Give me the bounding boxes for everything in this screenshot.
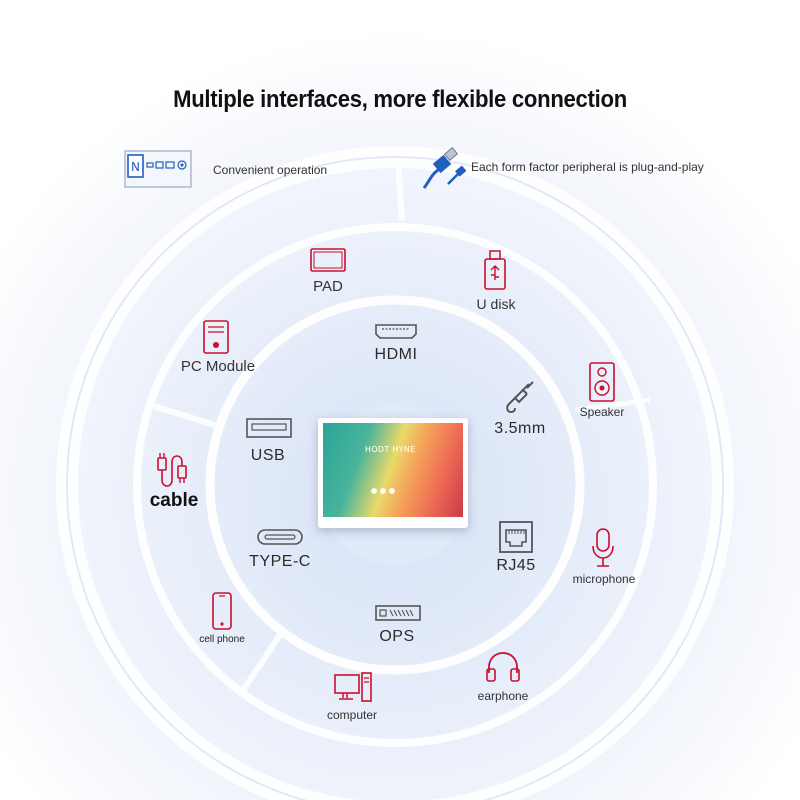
usb-label: USB (250, 447, 286, 464)
feature-convenient-operation: Convenient operation (213, 163, 328, 177)
tablet-icon (310, 248, 346, 272)
audio-jack-label: 3.5mm (494, 420, 546, 437)
cell-phone-label: cell phone (199, 634, 245, 645)
computer-icon (334, 672, 372, 702)
u-disk-label: U disk (476, 296, 516, 312)
speaker-icon (589, 362, 615, 402)
rj45-icon (499, 521, 533, 553)
headphones-icon (486, 652, 520, 682)
interactive-display: HODT HYNE (318, 418, 468, 528)
nfc-port-strip-icon: N (124, 150, 192, 188)
microphone-icon (592, 528, 614, 567)
rj45-label: RJ45 (496, 557, 536, 574)
pad-label: PAD (313, 278, 343, 295)
feature-plug-and-play: Each form factor peripheral is plug-and-… (471, 160, 704, 174)
type-c-icon (257, 529, 303, 545)
cable-label: cable (149, 490, 199, 511)
ops-icon (375, 605, 421, 621)
ops-label: OPS (379, 628, 415, 645)
display-screen: HODT HYNE (323, 423, 463, 517)
microphone-label: microphone (572, 572, 636, 586)
svg-text:N: N (131, 160, 140, 174)
usb-cable-plug-icon (422, 147, 467, 189)
usb-port-icon (246, 418, 292, 438)
cable-icon (157, 453, 187, 487)
hdmi-icon (375, 324, 417, 339)
pc-module-label: PC Module (180, 358, 256, 375)
cell-phone-icon (212, 592, 232, 630)
speaker-label: Speaker (579, 405, 625, 419)
earphone-label: earphone (477, 689, 529, 703)
audio-jack-icon (506, 381, 534, 414)
display-app-icons (371, 481, 407, 494)
page-title: Multiple interfaces, more flexible conne… (173, 86, 627, 113)
display-brand-text: HODT HYNE (365, 445, 416, 454)
hdmi-label: HDMI (374, 346, 418, 363)
pc-module-icon (203, 320, 229, 354)
type-c-label: TYPE-C (249, 553, 311, 570)
u-disk-icon (484, 250, 506, 290)
computer-label: computer (326, 708, 378, 722)
